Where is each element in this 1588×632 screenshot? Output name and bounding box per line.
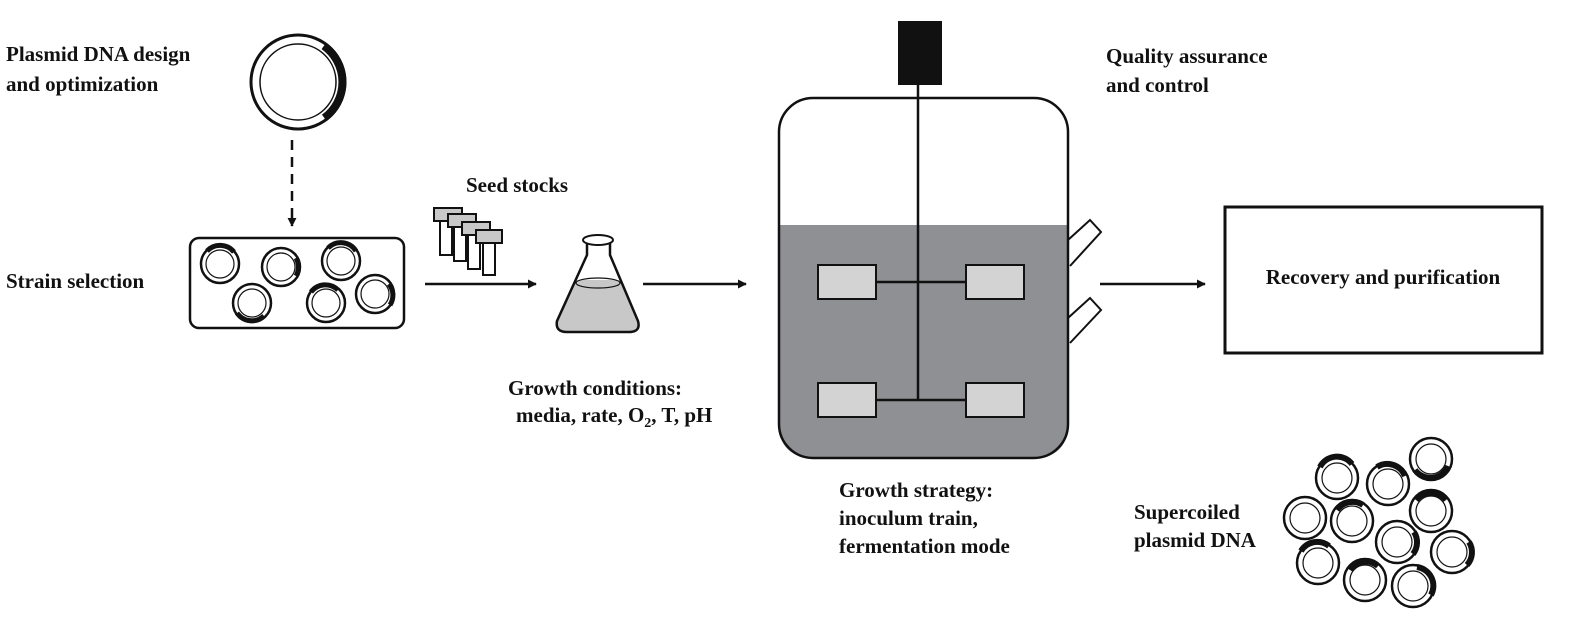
strain-colony-1 — [199, 242, 241, 285]
erlenmeyer-flask-icon — [555, 234, 640, 334]
growth-strategy-label-line3: fermentation mode — [839, 534, 1010, 558]
strain-colony-5 — [305, 282, 347, 324]
plasmid-circle — [1314, 453, 1360, 501]
strain-selection-label: Strain selection — [6, 269, 145, 293]
vial-4 — [475, 229, 503, 276]
impeller-blade — [965, 264, 1025, 300]
stirrer-motor — [898, 21, 942, 85]
quality-label-line1: Quality assurance — [1106, 44, 1268, 68]
supercoiled-label-line1: Supercoiled — [1134, 500, 1240, 524]
impeller-blade — [817, 382, 877, 418]
bioreactor-vessel — [777, 21, 1103, 460]
sampling-port — [1067, 296, 1103, 344]
plasmid-circle — [1365, 460, 1411, 507]
recovery-label: Recovery and purification — [1266, 265, 1501, 289]
plasmid-circle — [1374, 519, 1421, 565]
sampling-port — [1067, 218, 1103, 267]
growth-strategy-label-line1: Growth strategy: — [839, 478, 993, 502]
plasmid-circle — [1408, 436, 1454, 482]
plasmid-circle — [1342, 557, 1388, 603]
strain-plate — [188, 236, 406, 330]
plasmid-icon — [249, 33, 347, 131]
plasmid-circle — [1429, 529, 1475, 575]
quality-label-line2: and control — [1106, 73, 1209, 97]
strain-colony-4 — [231, 282, 273, 324]
plasmid-circle — [1295, 538, 1341, 586]
supercoiled-plasmid-cluster — [1282, 436, 1475, 609]
strain-colony-6 — [354, 273, 396, 315]
plasmid-design-label-line1: Plasmid DNA design — [6, 42, 191, 66]
impeller-blade — [965, 382, 1025, 418]
plasmid-design-label-line2: and optimization — [6, 72, 159, 96]
plasmid-circle — [1329, 498, 1375, 544]
seed-stock-vials-icon — [433, 207, 503, 276]
strain-colony-3 — [320, 240, 362, 282]
impeller-blade — [817, 264, 877, 300]
seed-stocks-label: Seed stocks — [466, 173, 568, 197]
plasmid-circle — [1390, 563, 1437, 609]
plasmid-circle — [1282, 495, 1328, 541]
supercoiled-label-line2: plasmid DNA — [1134, 528, 1257, 552]
recovery-box: Recovery and purification — [1223, 205, 1544, 355]
plasmid-circle — [1408, 488, 1454, 534]
growth-conditions-label-line2: media, rate, O2, T, pH — [516, 403, 712, 431]
growth-strategy-label-line2: inoculum train, — [839, 506, 978, 530]
growth-conditions-label-line1: Growth conditions: — [508, 376, 682, 400]
strain-colony-2 — [260, 246, 302, 288]
